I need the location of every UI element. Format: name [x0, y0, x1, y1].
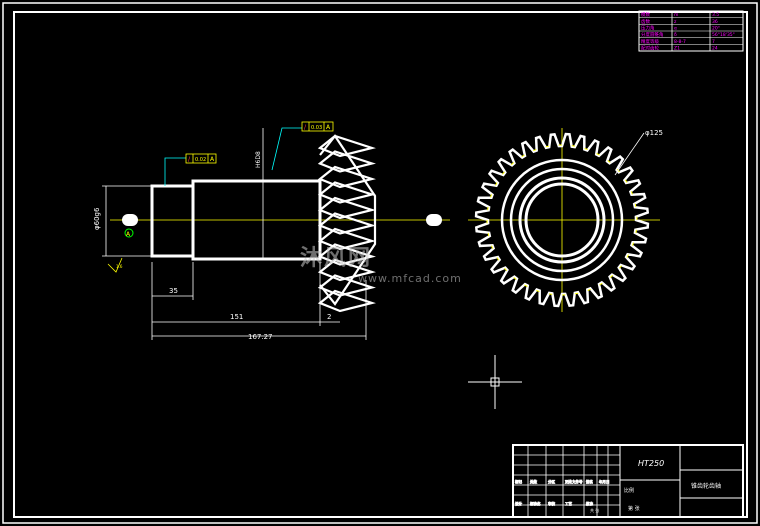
bevel-tooth — [317, 196, 376, 220]
param-cell: 20° — [712, 26, 720, 32]
center-hole-right — [426, 214, 442, 226]
param-cell: 配对齿轮 — [641, 45, 659, 52]
roughness-value: 1.6 — [116, 264, 123, 269]
datum-a-marker — [124, 228, 134, 238]
param-cell: 7 — [712, 39, 715, 45]
scale-label: 比例 — [624, 487, 634, 494]
gear-parameter-table: 模数 m 3.5 齿数 z 36 压力角 α 20° 分度圆锥角 δ 56°18'35" 精度等级 8-8… — [638, 10, 744, 52]
title-grid-label: 更改文件号 — [565, 479, 583, 484]
param-cell: 24 — [712, 46, 718, 52]
gear-front-view: φ125 — [468, 128, 663, 312]
title-grid-label: 处数 — [530, 479, 538, 484]
gear-ring-mid — [509, 167, 615, 273]
param-cell: 3.5 — [712, 12, 719, 18]
param-cell: 56°18'35" — [712, 32, 735, 38]
bevel-tooth — [317, 274, 376, 297]
param-cell: Z1 — [674, 46, 680, 52]
sheet-count: 共 张 — [590, 507, 599, 513]
title-grid-label: 分区 — [548, 479, 556, 484]
title-block: 标记处数分区更改文件号签名年月日设计标准化审核工艺批准 HT250 锥齿轮齿轴 … — [512, 444, 744, 518]
dim-shaft-diameter: φ60g6 — [93, 207, 101, 230]
leader-top — [271, 127, 302, 171]
title-grid-label: 标准化 — [530, 501, 541, 506]
param-cell: 36 — [712, 19, 718, 25]
dimension-lines — [102, 128, 367, 340]
dim-151: 151 — [230, 313, 243, 321]
datum-a-label: A — [126, 231, 131, 238]
drawing-inner-frame — [13, 11, 748, 518]
roughness-symbol — [107, 257, 123, 273]
gear-bore-inner — [524, 182, 600, 258]
title-grid-label: 工艺 — [565, 501, 573, 506]
svg-text:0.03: 0.03 — [311, 125, 322, 131]
dim-pitch-diameter: φ125 — [645, 129, 663, 137]
bevel-gear-profile — [317, 134, 377, 313]
title-grid-label: 设计 — [515, 501, 523, 506]
title-grid-label: 标记 — [515, 479, 523, 484]
dim-callout-mid: H6D8 — [255, 151, 262, 168]
bevel-tooth — [317, 227, 376, 251]
part-name: 锥齿轮齿轴 — [691, 482, 721, 490]
title-grid-label: 签名 — [586, 479, 593, 484]
param-cell: 模数 — [641, 11, 650, 18]
dim-2: 2 — [327, 313, 331, 321]
shaft-side-view: φ60g6 35 151 2 167.27 H6D8 A 1.6 / 0.02 … — [93, 121, 450, 341]
shaft-segment-2 — [191, 179, 322, 261]
dim-35: 35 — [169, 287, 178, 295]
center-hole-left — [122, 214, 138, 226]
bevel-tooth — [317, 165, 376, 189]
param-cell: α — [674, 27, 677, 32]
bevel-tooth — [317, 258, 376, 282]
crosshair-cursor — [468, 355, 522, 409]
param-cell: 8-8-7 — [674, 39, 686, 45]
bevel-tooth — [317, 181, 376, 204]
gear-ring-outer — [500, 158, 624, 282]
svg-text:0.02: 0.02 — [195, 157, 206, 163]
bevel-tooth — [317, 289, 376, 313]
tolerance-frame-left: / 0.02 A — [185, 153, 217, 164]
param-cell: z — [674, 20, 677, 25]
param-cell: δ — [674, 32, 677, 38]
bevel-outline — [319, 134, 377, 306]
svg-text:/: / — [188, 156, 191, 163]
svg-text:/: / — [304, 124, 307, 131]
title-grid-label: 批准 — [586, 501, 594, 506]
bevel-tooth — [317, 212, 376, 235]
pitch-diameter-leader — [614, 132, 645, 176]
param-cell: 分度圆锥角 — [641, 31, 664, 38]
param-cell: 精度等级 — [641, 38, 659, 45]
shaft-segment-1 — [150, 184, 195, 258]
param-cell: 压力角 — [641, 25, 655, 32]
title-grid-label: 年月日 — [599, 479, 610, 484]
title-grid-label: 审核 — [548, 501, 556, 506]
svg-text:A: A — [326, 124, 331, 131]
tolerance-frame-top: / 0.03 A — [301, 121, 334, 132]
svg-text:A: A — [210, 156, 215, 163]
dim-total-length: 167.27 — [248, 333, 273, 341]
param-cell: 齿数 — [641, 18, 650, 25]
leader-left — [164, 157, 186, 186]
gear-root-highlight — [486, 144, 638, 296]
sheet-label: 第 张 — [628, 505, 640, 512]
param-cell: m — [674, 13, 678, 18]
gear-tooth-outline — [474, 132, 650, 308]
material-label: HT250 — [638, 459, 664, 468]
bevel-tooth — [317, 150, 376, 173]
gear-bore-outer — [518, 176, 606, 264]
